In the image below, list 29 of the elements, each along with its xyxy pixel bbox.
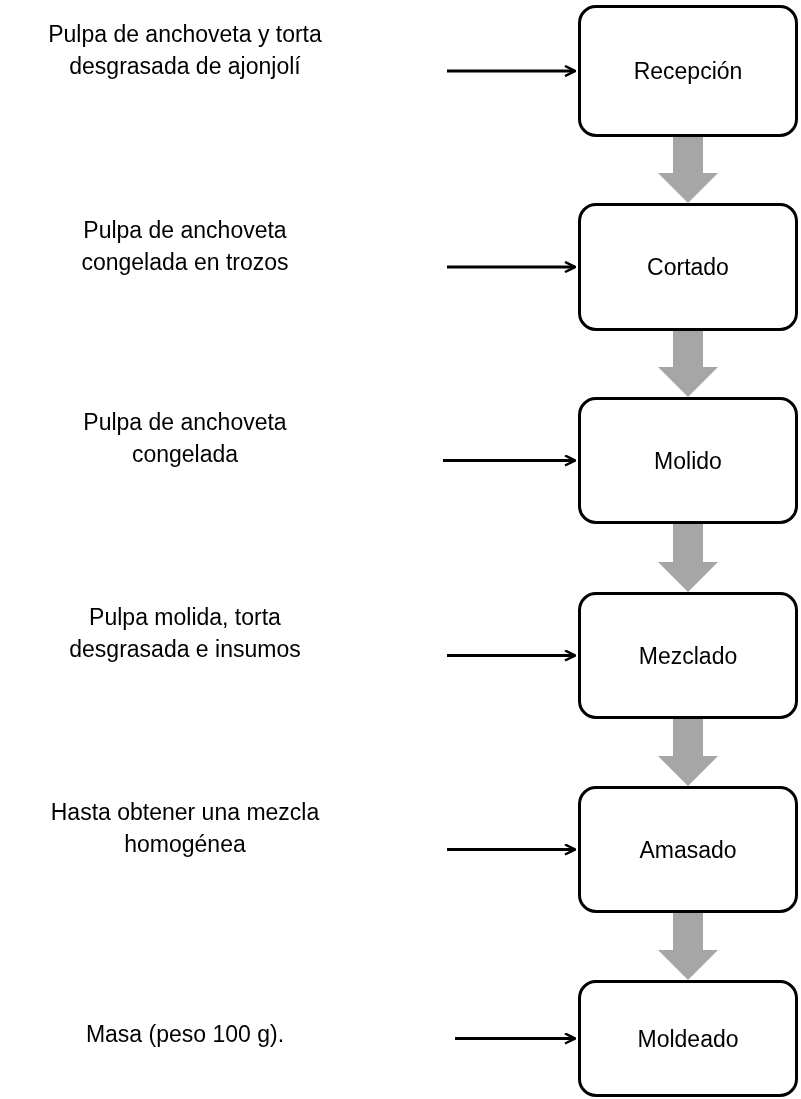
input-label: Pulpa de anchoveta congelada en trozos (80, 216, 290, 277)
step-label: Mezclado (638, 641, 738, 671)
input-label: Pulpa de anchoveta congelada (82, 408, 288, 469)
block-arrow (658, 913, 718, 980)
input-label: Masa (peso 100 g). (84, 1020, 286, 1049)
step-label: Molido (654, 446, 722, 476)
arrow (447, 843, 577, 856)
step-label: Recepción (633, 57, 743, 86)
input-label: Hasta obtener una mezcla homogénea (49, 798, 321, 859)
block-arrow (658, 137, 718, 203)
process-box (578, 5, 798, 137)
process-box (578, 203, 798, 331)
arrow (447, 64, 577, 78)
block-arrow (658, 331, 718, 397)
process-box (578, 786, 798, 913)
arrow (447, 260, 577, 274)
arrow (443, 454, 577, 467)
process-box (578, 592, 798, 719)
input-label: Pulpa de anchoveta y torta desgrasada de ajonjolí (47, 20, 323, 81)
block-arrow (658, 719, 718, 786)
arrow (447, 649, 577, 662)
process-box (578, 980, 798, 1097)
input-label: Pulpa molida, torta desgrasada e insumos (68, 603, 302, 664)
arrow (455, 1032, 577, 1045)
step-label: Cortado (647, 253, 729, 282)
block-arrow (658, 524, 718, 592)
process-box (578, 397, 798, 524)
step-label: Amasado (639, 835, 737, 865)
step-label: Moldeado (637, 1024, 739, 1054)
